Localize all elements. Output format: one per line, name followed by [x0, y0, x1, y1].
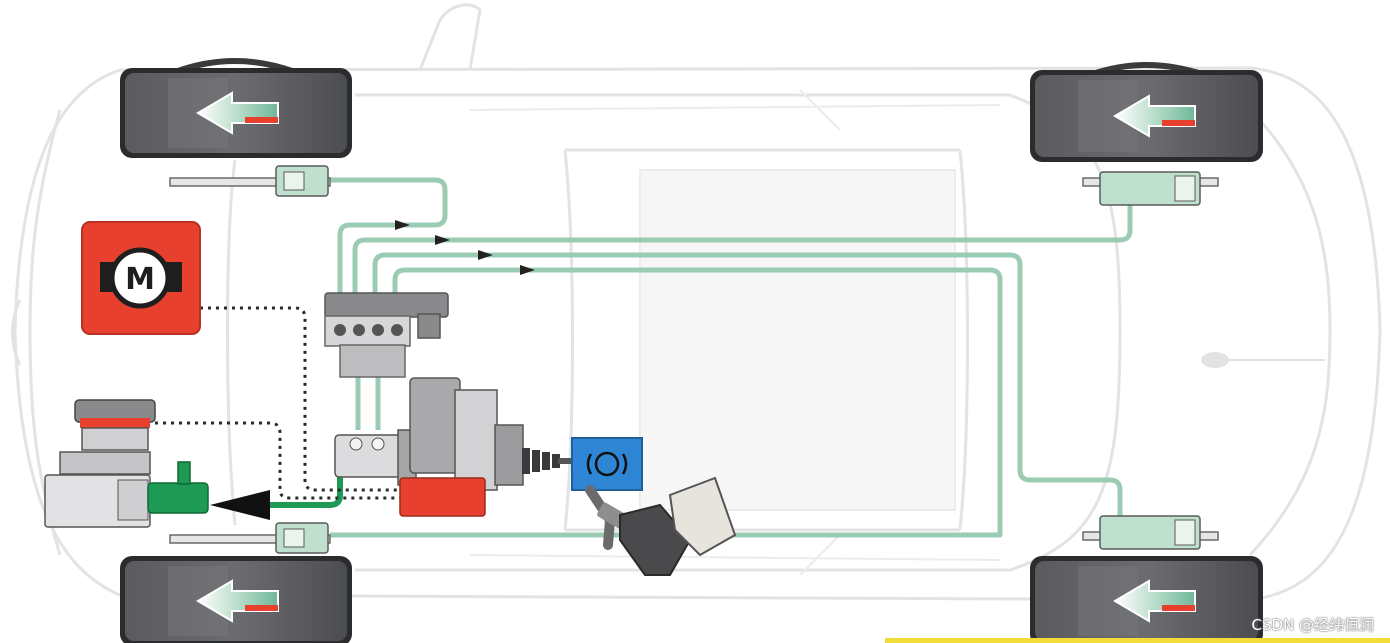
- caliper-front-right: [1082, 171, 1219, 206]
- wheel-arrow-icon: [1113, 94, 1196, 138]
- rear-badge: [1201, 352, 1325, 368]
- electric-motor: M: [81, 221, 201, 335]
- watermark-text: CSDN @经纬恒润: [1251, 616, 1374, 634]
- caliper-front-left: [169, 165, 331, 197]
- pushrod-bellows: [522, 448, 560, 474]
- flow-arrows: [395, 220, 535, 275]
- wheel-rear-right: [1030, 556, 1263, 643]
- main-brake-line: [270, 470, 343, 508]
- motor-label: M: [125, 262, 155, 297]
- pump-assembly: [44, 451, 270, 528]
- pedal-travel-sensor: [571, 437, 643, 491]
- wheel-front-right: [1030, 62, 1263, 162]
- foot-icon: [619, 476, 737, 576]
- wheel-rear-left: [120, 556, 352, 643]
- signal-lines: [155, 306, 420, 500]
- wheel-front-left: [120, 58, 352, 158]
- car-door-lines: [469, 89, 1001, 576]
- wheel-arrow-icon: [1113, 579, 1196, 623]
- fluid-reservoir-icon: [74, 399, 156, 451]
- highlight-bar: [885, 638, 1390, 643]
- caliper-rear-right: [1082, 515, 1219, 550]
- brake-warning-icon: [586, 451, 628, 477]
- electric-brake-booster: [399, 377, 578, 517]
- brake-lines: [330, 177, 1133, 538]
- master-cylinder: [334, 429, 417, 486]
- motor-icon: M: [109, 247, 171, 309]
- caliper-rear-left: [169, 522, 331, 554]
- car-roof-panel: [639, 169, 956, 511]
- wheel-arrow-icon: [196, 91, 279, 135]
- wheel-arrow-icon: [196, 579, 279, 623]
- hydraulic-modulator: [324, 292, 449, 378]
